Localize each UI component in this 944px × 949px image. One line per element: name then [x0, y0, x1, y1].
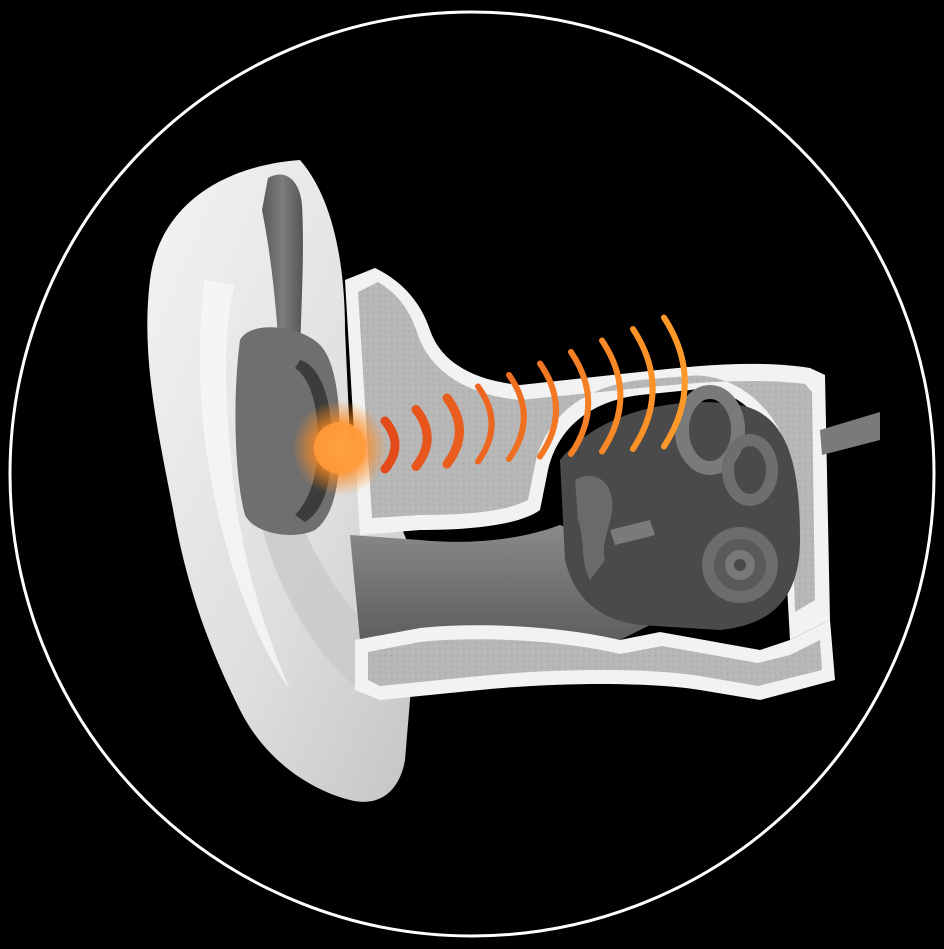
- vibration-core: [314, 422, 366, 474]
- cochlea: [702, 527, 778, 603]
